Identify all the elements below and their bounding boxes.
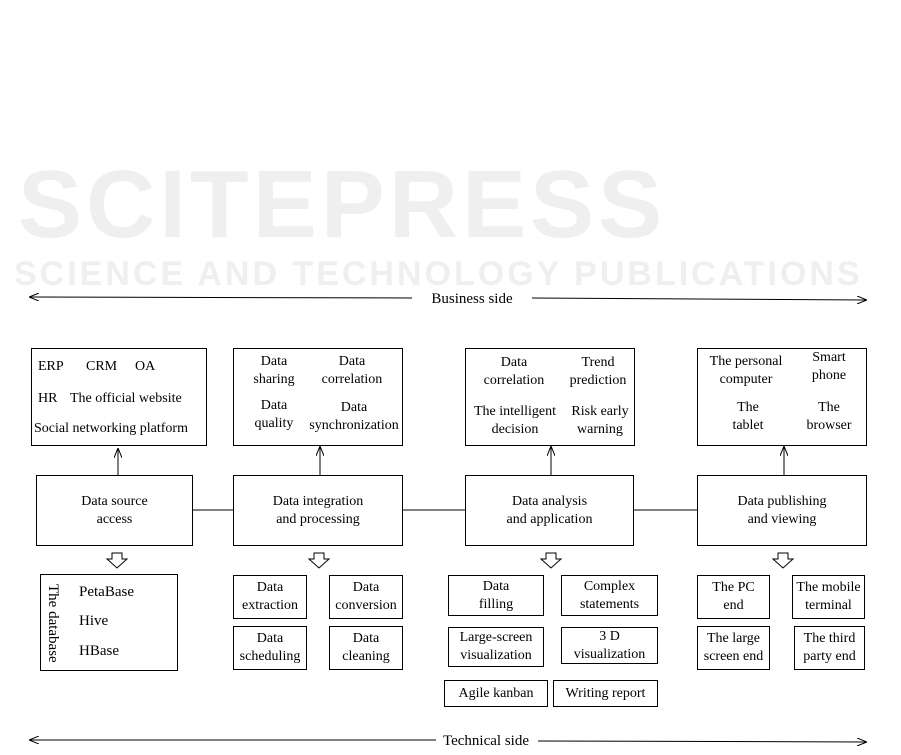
data-source-access-box: Data source access xyxy=(36,475,193,546)
data-source-access-line1: Data source xyxy=(81,493,148,509)
petabase-label: PetaBase xyxy=(79,584,134,600)
data-source-access-line2: access xyxy=(96,511,133,527)
website-label: The official website xyxy=(70,391,182,406)
business-side-label: Business side xyxy=(431,291,513,307)
data-integration-line2: and processing xyxy=(276,511,360,527)
hive-label: Hive xyxy=(79,613,109,629)
database-vertical-label: The database xyxy=(45,583,61,663)
down-arrow-source xyxy=(105,552,129,569)
writing-report-box: Writing report xyxy=(553,680,658,707)
business-axis-left-arrow xyxy=(30,297,413,298)
down-arrow-publishing xyxy=(771,552,795,569)
crm-label: CRM xyxy=(86,359,118,374)
data-publishing-line2: and viewing xyxy=(747,511,817,527)
data-analysis-line2: and application xyxy=(506,511,593,527)
data-integration-box: Data integration and processing xyxy=(233,475,403,546)
hbase-label: HBase xyxy=(79,643,119,659)
down-arrow-analysis xyxy=(539,552,563,569)
database-box: The database PetaBase Hive HBase xyxy=(40,574,178,671)
erp-label: ERP xyxy=(38,359,64,374)
oa-label: OA xyxy=(135,359,156,374)
social-label: Social networking platform xyxy=(34,421,188,436)
technical-side-label: Technical side xyxy=(443,733,529,749)
down-arrow-integration xyxy=(307,552,331,569)
technical-axis-right-arrow xyxy=(537,741,866,742)
watermark-title: SCITEPRESS xyxy=(18,151,667,258)
data-analysis-box: Data analysis and application xyxy=(465,475,634,546)
watermark-subtitle: SCIENCE AND TECHNOLOGY PUBLICATIONS xyxy=(14,255,863,293)
hr-label: HR xyxy=(38,391,58,406)
agile-kanban-box: Agile kanban xyxy=(444,680,548,707)
business-axis-right-arrow xyxy=(531,298,866,300)
data-publishing-line1: Data publishing xyxy=(737,493,827,509)
source-systems-box: ERP CRM OA HR The official website Socia… xyxy=(31,348,207,446)
data-analysis-line1: Data analysis xyxy=(511,493,588,509)
data-publishing-box: Data publishing and viewing xyxy=(697,475,867,546)
data-integration-line1: Data integration xyxy=(272,493,364,509)
